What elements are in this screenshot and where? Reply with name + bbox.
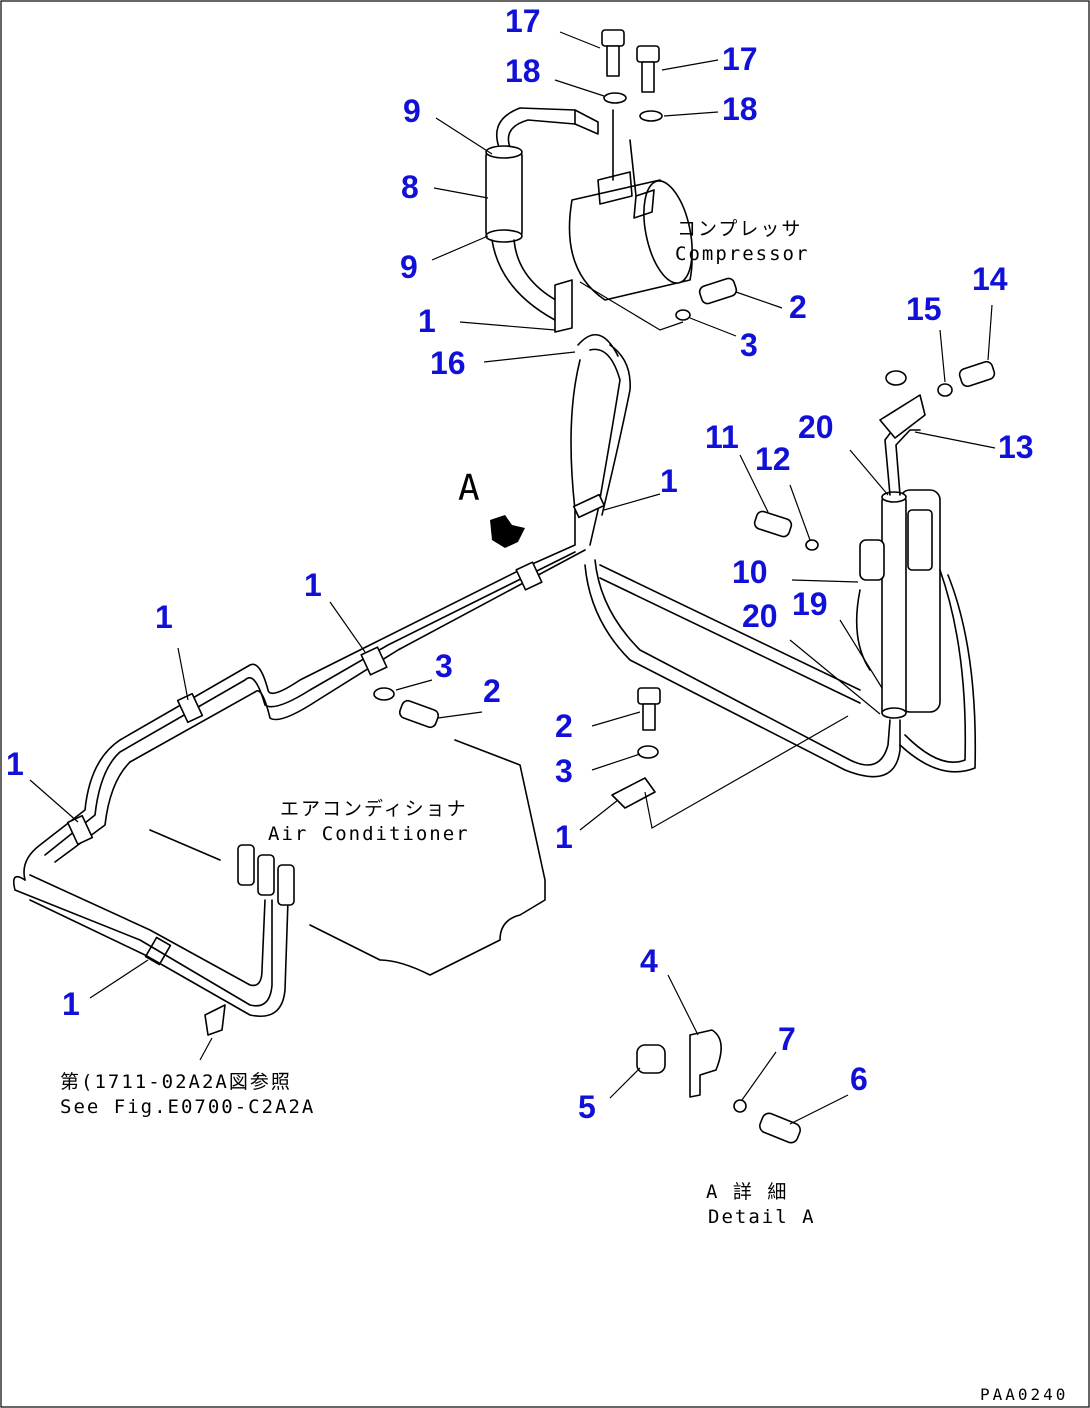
label-view-a: A (458, 468, 480, 509)
callout-13: 13 (998, 429, 1034, 465)
callout-4: 4 (640, 943, 658, 979)
callout-2-top: 2 (789, 289, 807, 325)
label-see-fig-en: See Fig.E0700-C2A2A (60, 1096, 315, 1118)
leader-compressor-hose (579, 281, 684, 331)
callout-3-bottom: 3 (555, 753, 573, 789)
callout-6: 6 (850, 1061, 868, 1097)
leader-clamp-1-bottom (644, 715, 849, 829)
callout-20-top: 20 (798, 409, 834, 445)
washer-7 (733, 1099, 747, 1113)
bolt-2-bottom (637, 687, 661, 731)
callout-1-lower-left: 1 (62, 986, 80, 1022)
callout-7: 7 (778, 1021, 796, 1057)
washer-3-bottom (637, 745, 659, 759)
callout-18-left: 18 (505, 53, 541, 89)
receiver-dryer (859, 419, 941, 719)
callout-15: 15 (906, 291, 942, 327)
callout-1-left: 1 (155, 599, 173, 635)
callout-19: 19 (792, 586, 828, 622)
label-aircon-jp: エアコンディショナ (280, 798, 468, 820)
bolt-17-right (636, 45, 660, 93)
callout-17-left: 17 (505, 3, 541, 39)
cap-5 (636, 1044, 666, 1074)
callout-12: 12 (755, 441, 791, 477)
callout-8: 8 (401, 169, 419, 205)
fitting-2-top (698, 277, 738, 305)
callout-1-mid: 1 (304, 567, 322, 603)
callout-16: 16 (430, 345, 466, 381)
clamp-1-bottom (611, 777, 656, 809)
callout-5: 5 (578, 1089, 596, 1125)
aircon-outline (149, 739, 546, 976)
callout-2-bottom: 2 (555, 708, 573, 744)
label-see-fig-jp: 第(1711-02A2A図参照 (60, 1071, 292, 1093)
washer-18-left (603, 92, 627, 104)
callout-18-right: 18 (722, 91, 758, 127)
clip-13 (885, 370, 907, 386)
bracket-13 (879, 394, 926, 439)
callout-3-mid: 3 (435, 648, 453, 684)
view-arrow-a (490, 515, 525, 548)
fitting-2-mid (398, 699, 440, 729)
label-detail-en: Detail A (708, 1206, 816, 1228)
leader-lines (29, 31, 996, 1125)
callout-11: 11 (705, 419, 739, 455)
hose-clamps (66, 493, 606, 966)
washer-15 (937, 383, 953, 397)
label-aircon-en: Air Conditioner (268, 823, 470, 845)
main-hose (23, 344, 631, 881)
clamp-20-top (881, 491, 907, 503)
callout-1-right: 1 (660, 463, 678, 499)
clamp-9-bottom (485, 229, 523, 243)
clamp-9-top (485, 145, 523, 159)
callout-14: 14 (972, 261, 1008, 297)
callout-17-right: 17 (722, 41, 758, 77)
callout-numbers: 17 18 17 18 9 8 9 2 1 3 16 14 15 13 20 1… (6, 3, 1034, 1125)
washer-12 (805, 539, 819, 551)
label-detail-jp: A 詳 細 (706, 1181, 788, 1203)
label-compressor-en: Compressor (675, 243, 809, 265)
callout-1-far-left: 1 (6, 746, 24, 782)
label-compressor-jp: コンプレッサ (677, 218, 802, 240)
bolt-14 (958, 360, 996, 388)
dryer-pipes (584, 559, 977, 778)
o-ring-3-mid (373, 687, 395, 701)
callout-1-top: 1 (418, 303, 436, 339)
callout-10: 10 (732, 554, 768, 590)
bracket-1-top (554, 279, 573, 333)
bolt-6 (759, 1112, 801, 1144)
compressor (568, 109, 693, 301)
o-ring-3-top (675, 309, 691, 321)
callout-3-top: 3 (740, 327, 758, 363)
clamp-20-bottom (881, 707, 907, 719)
callout-9-bottom: 9 (400, 249, 418, 285)
callout-20-bottom: 20 (742, 598, 778, 634)
callout-9-top: 9 (403, 93, 421, 129)
callout-2-mid: 2 (483, 673, 501, 709)
bracket-4 (689, 1029, 722, 1098)
bolt-17-left (601, 29, 625, 77)
washer-18-right (639, 110, 663, 122)
clamp-16 (577, 334, 619, 357)
hose-filter-8 (485, 107, 599, 321)
bolt-11 (753, 510, 793, 538)
aircon-hoses (12, 844, 295, 1036)
callout-1-bottom: 1 (555, 819, 573, 855)
drawing-code: PAA0240 (980, 1385, 1068, 1404)
